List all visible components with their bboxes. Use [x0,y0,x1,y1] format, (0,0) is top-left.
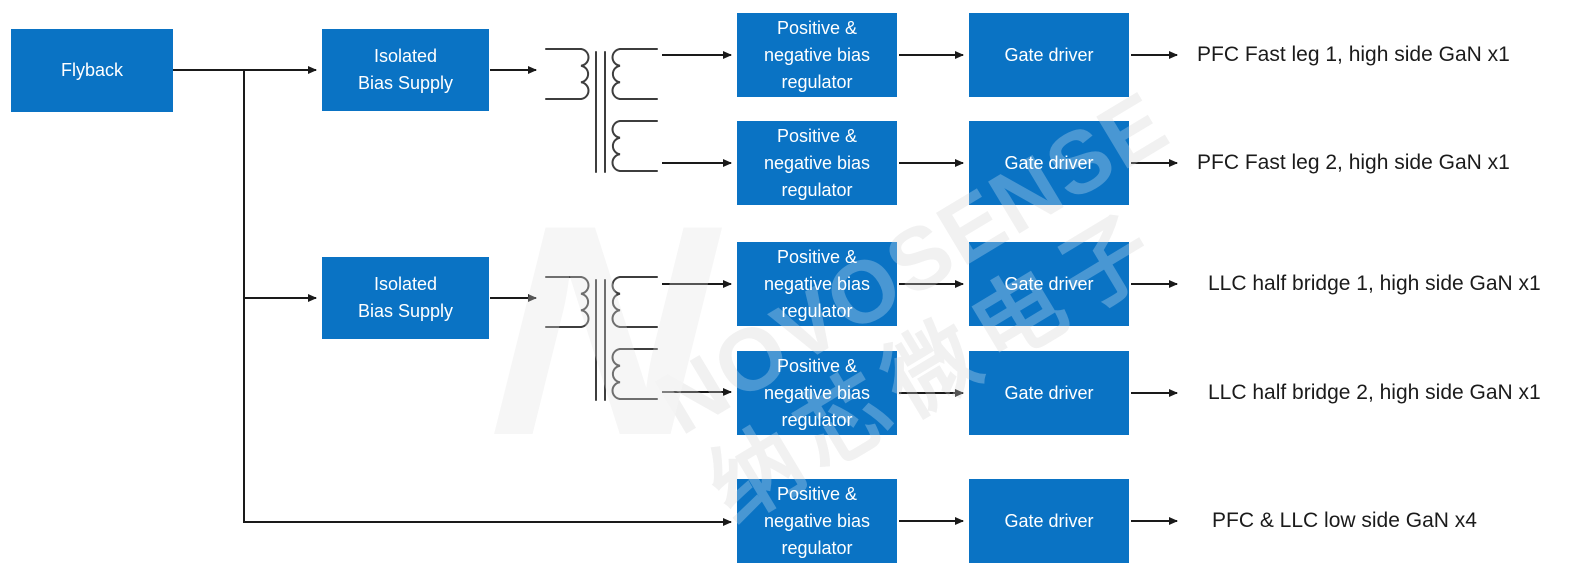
gate-driver-block-1: Gate driver [969,13,1129,97]
bias-regulator-block-1: Positive & negative bias regulator [737,13,897,97]
bias-regulator-block-2: Positive & negative bias regulator [737,121,897,205]
output-label-5: PFC & LLC low side GaN x4 [1212,509,1477,532]
bias-regulator-block-4: Positive & negative bias regulator [737,351,897,435]
output-label-2: PFC Fast leg 2, high side GaN x1 [1197,151,1510,174]
transformer-1-icon [545,48,658,173]
isolated-bias-supply-block-1: Isolated Bias Supply [322,29,489,111]
gate-driver-block-5: Gate driver [969,479,1129,563]
output-label-4: LLC half bridge 2, high side GaN x1 [1208,381,1541,404]
bias-regulator-block-5: Positive & negative bias regulator [737,479,897,563]
flyback-block: Flyback [11,29,173,112]
gate-driver-block-3: Gate driver [969,242,1129,326]
bias-regulator-block-3: Positive & negative bias regulator [737,242,897,326]
output-label-1: PFC Fast leg 1, high side GaN x1 [1197,43,1510,66]
gate-driver-block-4: Gate driver [969,351,1129,435]
output-label-3: LLC half bridge 1, high side GaN x1 [1208,272,1541,295]
isolated-bias-supply-block-2: Isolated Bias Supply [322,257,489,339]
gate-driver-block-2: Gate driver [969,121,1129,205]
connector-arrows [173,51,1178,526]
transformer-2-icon [545,276,658,401]
